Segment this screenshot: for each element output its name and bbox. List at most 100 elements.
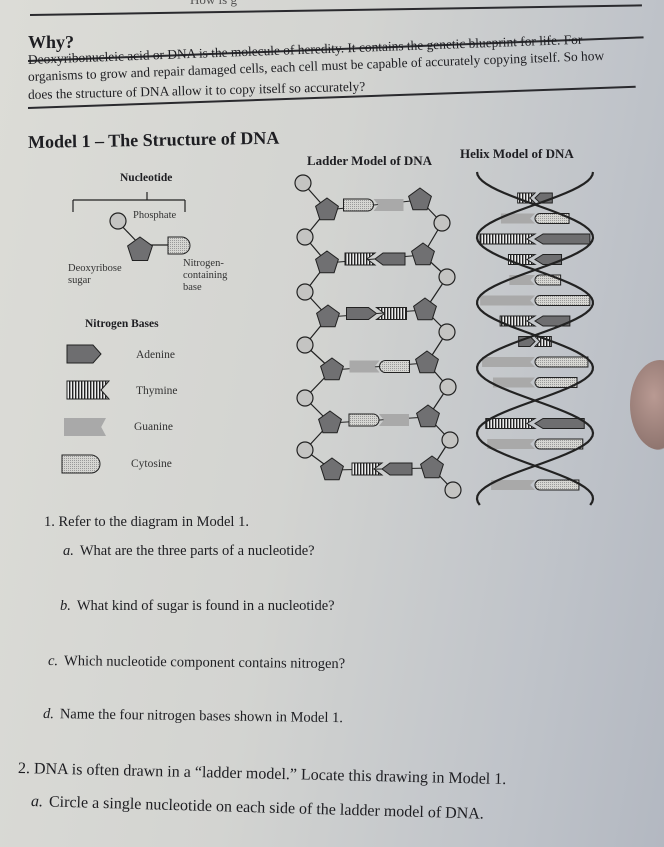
cut-off-heading: How is g xyxy=(190,0,237,8)
guanine-base xyxy=(492,377,535,388)
thymine-base xyxy=(499,315,537,327)
helix-strand xyxy=(475,171,595,506)
legend-adenine: Adenine xyxy=(136,349,175,361)
adenine-base xyxy=(66,344,102,364)
phosphate xyxy=(438,323,456,341)
thymine-base xyxy=(344,252,377,266)
helix-title: Helix Model of DNA xyxy=(460,146,574,161)
guanine-base xyxy=(482,357,535,367)
deoxyribose-sugar xyxy=(315,197,339,221)
cytosine-base xyxy=(379,360,410,373)
legend-guanine: Guanine xyxy=(134,421,173,433)
phosphate xyxy=(439,378,457,396)
deoxyribose-sugar xyxy=(420,455,444,479)
question-2a: a.Circle a single nucleotide on each sid… xyxy=(31,793,484,824)
question-letter: c. xyxy=(47,653,59,670)
nitrogen-bases-title: Nitrogen Bases xyxy=(85,318,159,330)
thymine-base xyxy=(507,254,537,265)
question-2: 2. DNA is often drawn in a “ladder model… xyxy=(17,760,507,789)
thymine-base xyxy=(485,418,537,429)
phosphate xyxy=(296,283,314,301)
question-letter: b. xyxy=(60,598,71,614)
question-text: What kind of sugar is found in a nucleot… xyxy=(76,598,335,614)
adenine-base xyxy=(374,252,406,266)
guanine-base xyxy=(349,360,380,373)
dna-figure xyxy=(61,171,595,506)
cytosine-base xyxy=(167,236,191,255)
phosphate xyxy=(441,431,459,449)
deoxyribose-sugar xyxy=(316,304,340,328)
question-text: Circle a single nucleotide on each side … xyxy=(48,793,485,823)
question-1c: c.Which nucleotide component contains ni… xyxy=(48,653,345,673)
phosphate xyxy=(296,389,314,407)
deoxyribose-sugar xyxy=(320,357,344,381)
guanine-base xyxy=(379,414,409,426)
thymine-base xyxy=(479,233,537,245)
deoxyribose-sugar xyxy=(411,242,435,266)
phosphate xyxy=(296,228,314,246)
phosphate xyxy=(296,441,314,459)
adenine-base xyxy=(534,254,563,265)
question-letter: a. xyxy=(30,793,44,811)
base-label-3: base xyxy=(183,282,202,293)
cytosine-base xyxy=(534,356,589,368)
phosphate xyxy=(294,174,312,192)
ladder-title: Ladder Model of DNA xyxy=(307,153,433,168)
phosphate-label: Phosphate xyxy=(133,210,177,221)
question-1: 1. Refer to the diagram in Model 1. xyxy=(44,514,249,530)
why-heading: Why? xyxy=(28,32,75,52)
base-label-1: Nitrogen- xyxy=(183,258,224,269)
adenine-base xyxy=(534,233,591,245)
guanine-base xyxy=(487,439,535,449)
sugar-label-2: sugar xyxy=(68,275,91,286)
guanine-base xyxy=(500,213,535,224)
thymine-base xyxy=(66,380,111,400)
deoxyribose-sugar xyxy=(408,187,432,211)
cytosine-base xyxy=(348,413,380,427)
question-1d: d. Name the four nitrogen bases shown in … xyxy=(43,706,343,727)
cytosine-base xyxy=(534,295,591,306)
deoxyribose-sugar xyxy=(413,297,437,321)
question-text: What are the three parts of a nucleotide… xyxy=(79,543,315,559)
adenine-base xyxy=(534,418,585,429)
guanine-base xyxy=(64,418,106,436)
deoxyribose-sugar xyxy=(318,410,342,434)
guanine-base xyxy=(373,199,404,211)
deoxyribose-sugar xyxy=(415,350,439,374)
thymine-base xyxy=(375,307,407,320)
base-label-2: containing xyxy=(183,270,228,281)
phosphate xyxy=(438,268,456,286)
sugar xyxy=(127,236,153,261)
adenine-base xyxy=(346,307,378,320)
deoxyribose-sugar xyxy=(315,250,339,274)
nucleotide-title: Nucleotide xyxy=(120,172,173,184)
helix-strand xyxy=(475,171,595,506)
adenine-base xyxy=(381,462,413,476)
deoxyribose-sugar xyxy=(320,457,344,481)
cytosine-base xyxy=(534,274,562,286)
phosphate xyxy=(296,336,314,354)
guanine-base xyxy=(491,480,535,490)
question-text: Which nucleotide component contains nitr… xyxy=(63,653,346,673)
guanine-base xyxy=(509,275,535,285)
thymine-base xyxy=(351,462,384,476)
phosphate xyxy=(444,481,462,499)
cytosine-base xyxy=(534,377,578,388)
legend-thymine: Thymine xyxy=(136,385,178,397)
question-letter: d. xyxy=(42,706,54,723)
question-letter: a. xyxy=(63,543,74,559)
cytosine-base xyxy=(534,438,584,450)
cytosine-base xyxy=(534,213,570,224)
legend-cytosine: Cytosine xyxy=(131,458,172,470)
question-1b: b. What kind of sugar is found in a nucle… xyxy=(60,598,335,615)
deoxyribose-sugar xyxy=(416,404,440,428)
sugar-label-1: Deoxyribose xyxy=(68,263,122,274)
guanine-base xyxy=(480,295,535,306)
cytosine-base xyxy=(343,198,374,212)
question-1a: a. What are the three parts of a nucleoti… xyxy=(63,543,315,560)
cytosine-base xyxy=(534,479,580,491)
phosphate xyxy=(109,212,127,230)
phosphate xyxy=(433,214,451,232)
question-text: Name the four nitrogen bases shown in Mo… xyxy=(59,706,344,727)
cytosine-base xyxy=(61,454,101,474)
